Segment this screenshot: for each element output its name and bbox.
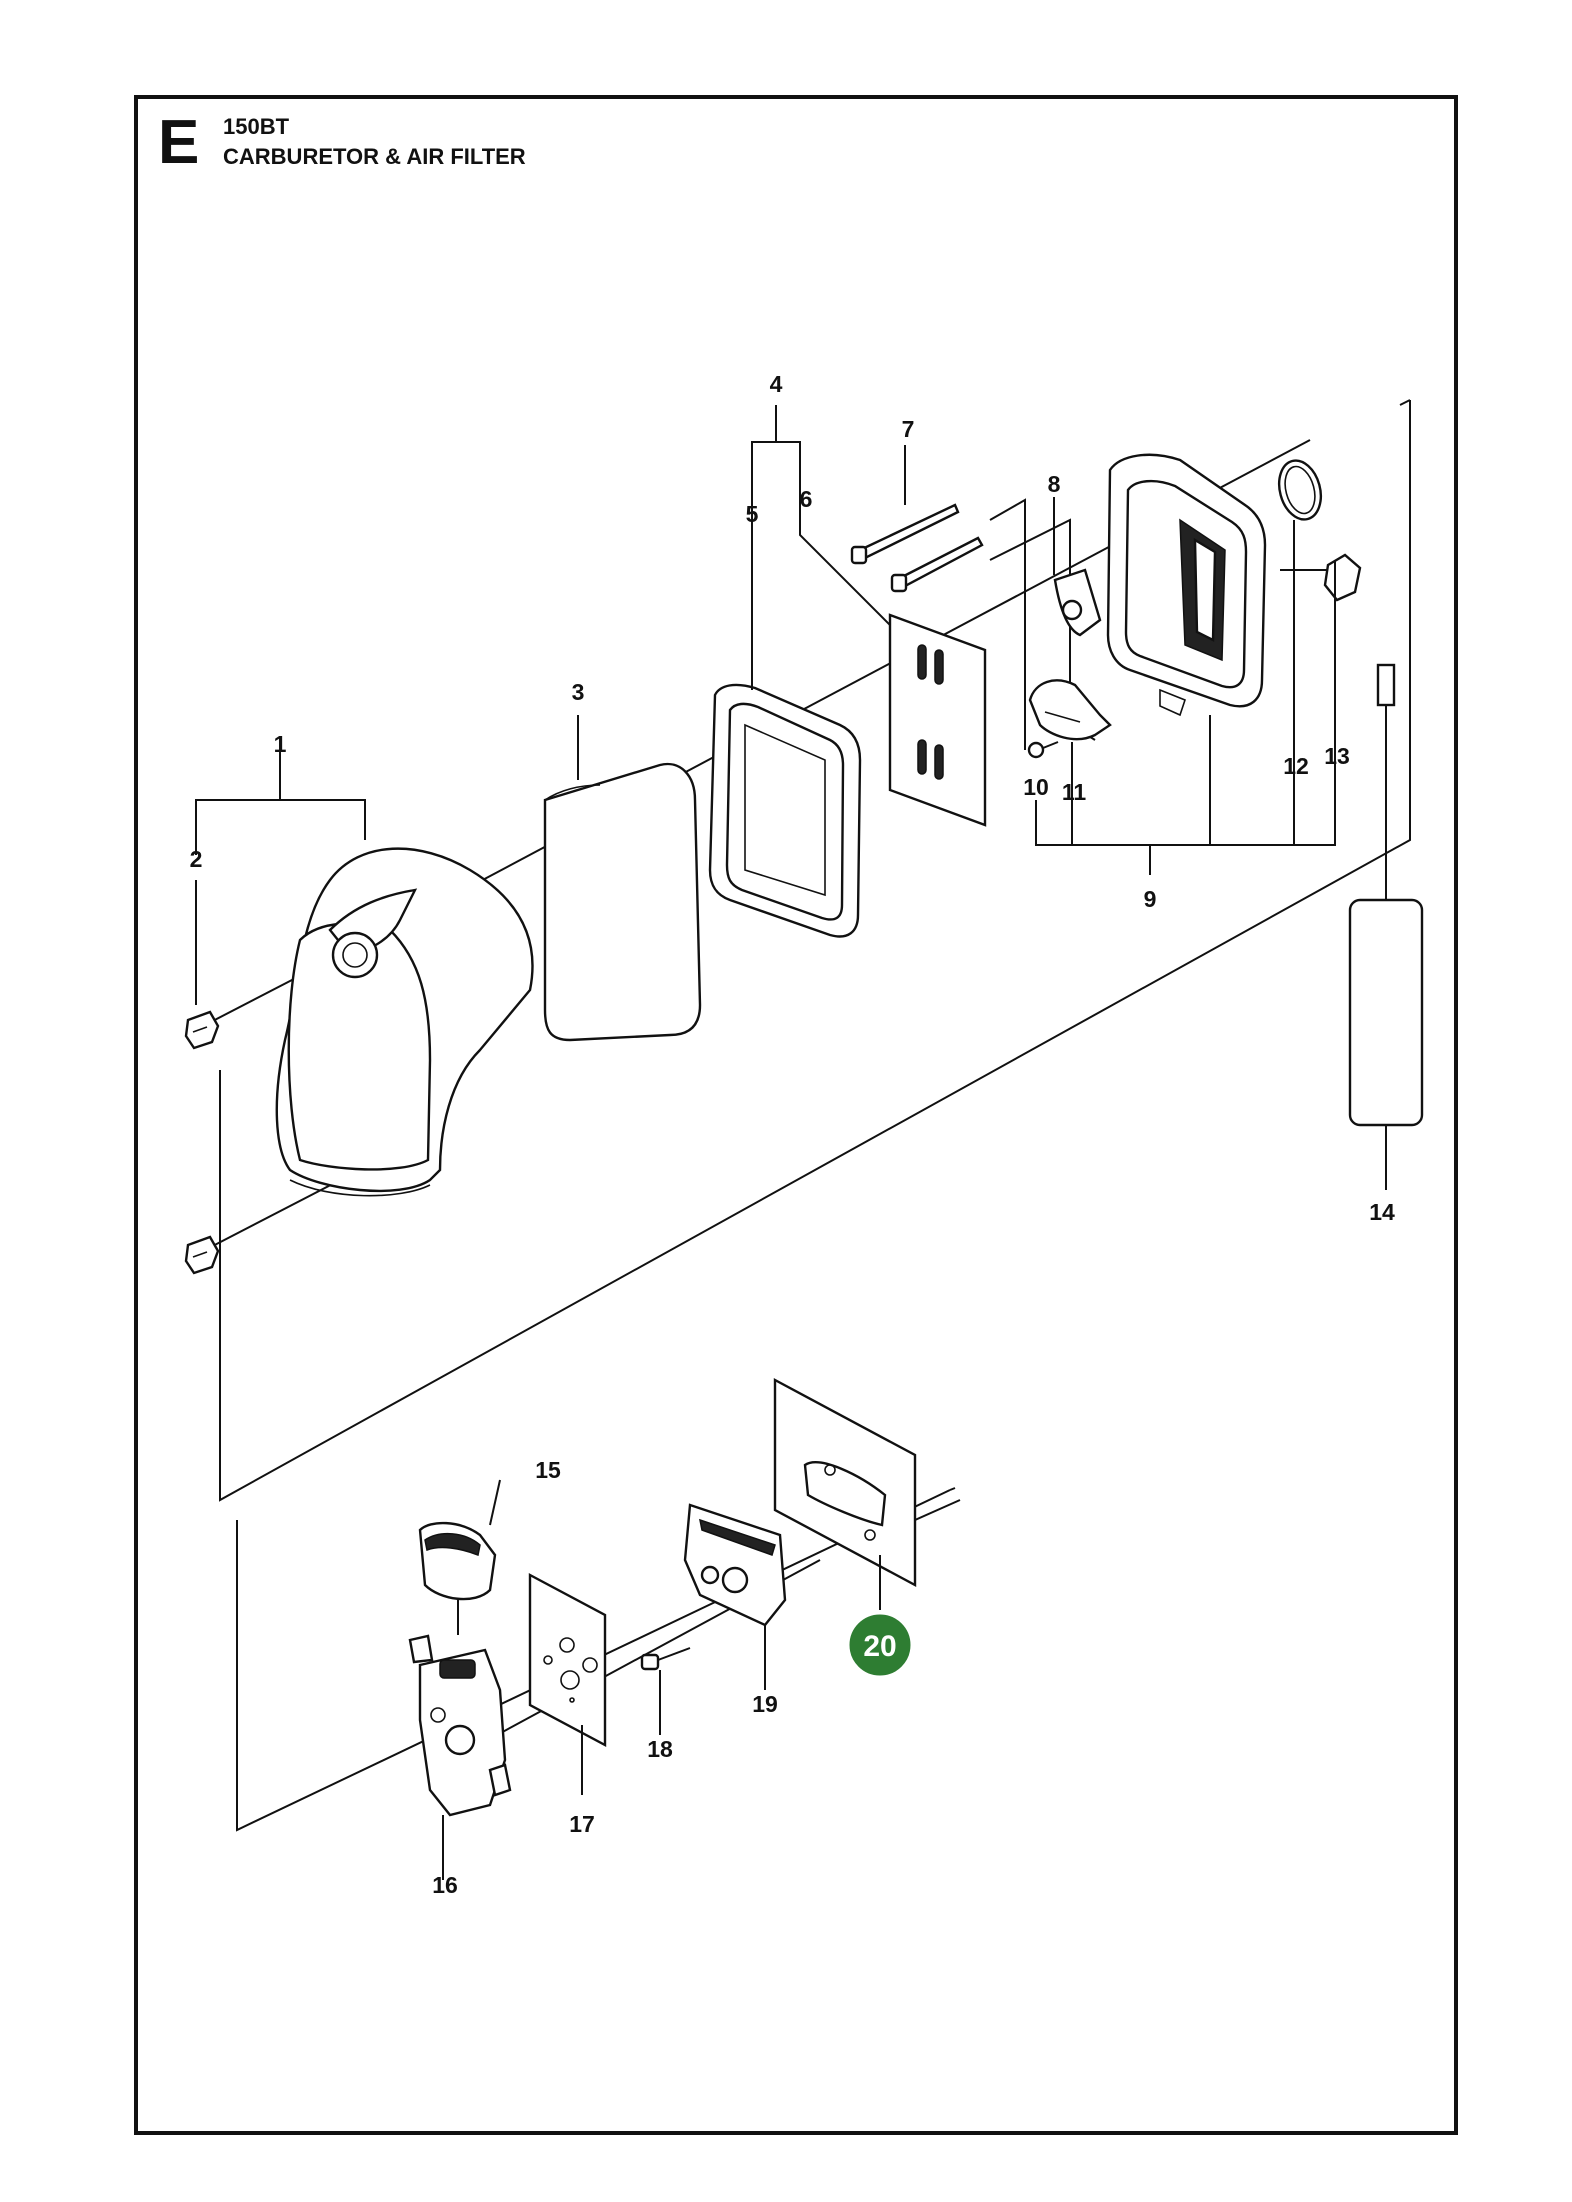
screw-icon xyxy=(1027,741,1059,759)
callout-16: 16 xyxy=(432,1872,458,1898)
air-filter-element xyxy=(543,762,702,1042)
callout-1: 1 xyxy=(274,731,287,757)
callout-19: 19 xyxy=(752,1691,778,1717)
leader-lines xyxy=(195,405,1387,1610)
screw-icon xyxy=(184,1010,220,1050)
callout-17: 17 xyxy=(569,1811,595,1837)
choke-bracket xyxy=(1053,568,1102,637)
callout-15: 15 xyxy=(535,1457,561,1483)
callout-18: 18 xyxy=(647,1736,673,1762)
callout-10: 10 xyxy=(1023,774,1049,800)
insulator-gasket xyxy=(773,1377,917,1588)
callout-13: 13 xyxy=(1324,743,1350,769)
o-ring xyxy=(1277,459,1323,521)
callout-7: 7 xyxy=(902,416,915,442)
model-name: 150BT xyxy=(223,114,290,139)
section-letter: E xyxy=(158,108,200,177)
bolt-icon xyxy=(640,1647,691,1735)
screw-icon xyxy=(184,1235,220,1275)
callout-20: 20 xyxy=(863,1630,896,1663)
bolt-axis-line-2 xyxy=(989,518,1071,710)
choke-lever xyxy=(1028,679,1112,741)
filter-plate xyxy=(888,613,987,827)
carburetor-assembly-frame xyxy=(236,1487,956,1832)
air-filter-housing xyxy=(1106,453,1267,717)
callout-15-leader xyxy=(489,1479,501,1526)
decal-label xyxy=(1348,898,1424,1127)
nut-icon xyxy=(1280,553,1362,602)
callout-5: 5 xyxy=(746,501,759,527)
callout-12: 12 xyxy=(1283,753,1309,779)
page-title: CARBURETOR & AIR FILTER xyxy=(223,144,526,169)
callout-14: 14 xyxy=(1369,1199,1395,1225)
highlight-badge xyxy=(849,1614,911,1676)
label-tag xyxy=(1376,663,1396,707)
intake-manifold xyxy=(683,1503,787,1690)
callout-8: 8 xyxy=(1048,471,1061,497)
screw-axis-line-bottom xyxy=(204,1174,351,1251)
bolt-icon xyxy=(850,503,960,565)
air-filter-assembly-frame xyxy=(219,399,1411,1502)
callout-9: 9 xyxy=(1144,886,1157,912)
callout-3: 3 xyxy=(572,679,585,705)
carburetor-gasket xyxy=(528,1573,607,1795)
carburetor xyxy=(408,1634,512,1880)
callout-6: 6 xyxy=(800,486,813,512)
callout-2: 2 xyxy=(190,846,203,872)
carburetor-cover xyxy=(418,1521,497,1635)
bolt-icon xyxy=(890,536,984,593)
callout-11: 11 xyxy=(1062,779,1087,805)
air-filter-cover xyxy=(275,847,534,1197)
callout-4: 4 xyxy=(770,371,783,397)
bolt-axis-line-1 xyxy=(989,498,1026,750)
highlighted-callout-20[interactable]: 20 xyxy=(849,1614,911,1676)
page-frame xyxy=(134,95,1458,2135)
filter-gasket-frame xyxy=(708,683,862,938)
